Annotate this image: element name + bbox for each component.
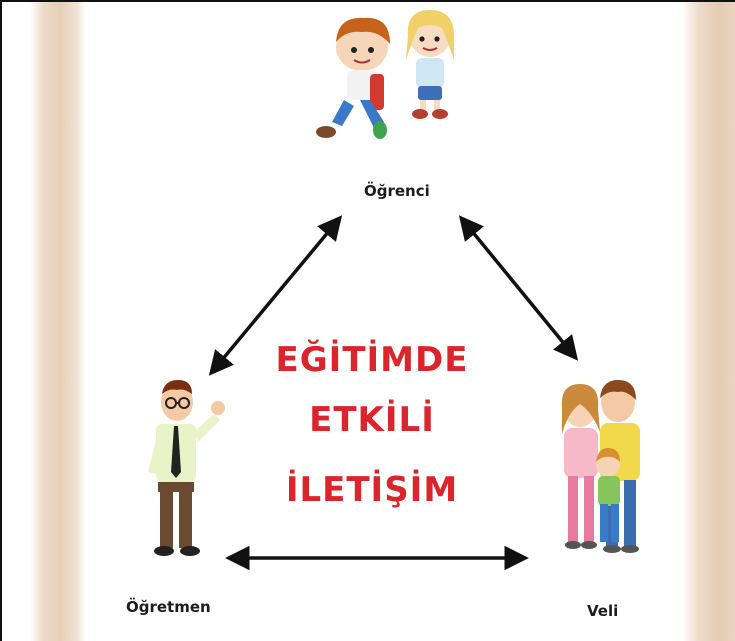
node-label-parent: Veli [587, 602, 619, 620]
node-label-student: Öğrenci [364, 182, 430, 200]
family-illustration [561, 380, 640, 553]
teacher-illustration [148, 380, 225, 556]
title-line-2: ETKİLİ [309, 400, 435, 440]
title-line-1: EĞİTİMDE [275, 340, 469, 380]
children-illustration [316, 10, 454, 139]
left-border-strip [30, 2, 86, 641]
node-label-teacher: Öğretmen [126, 598, 211, 616]
right-border-strip [682, 2, 735, 641]
title-line-3: İLETİŞİM [285, 470, 459, 510]
arrow-student-parent [458, 215, 579, 361]
arrow-teacher-student [208, 215, 343, 376]
